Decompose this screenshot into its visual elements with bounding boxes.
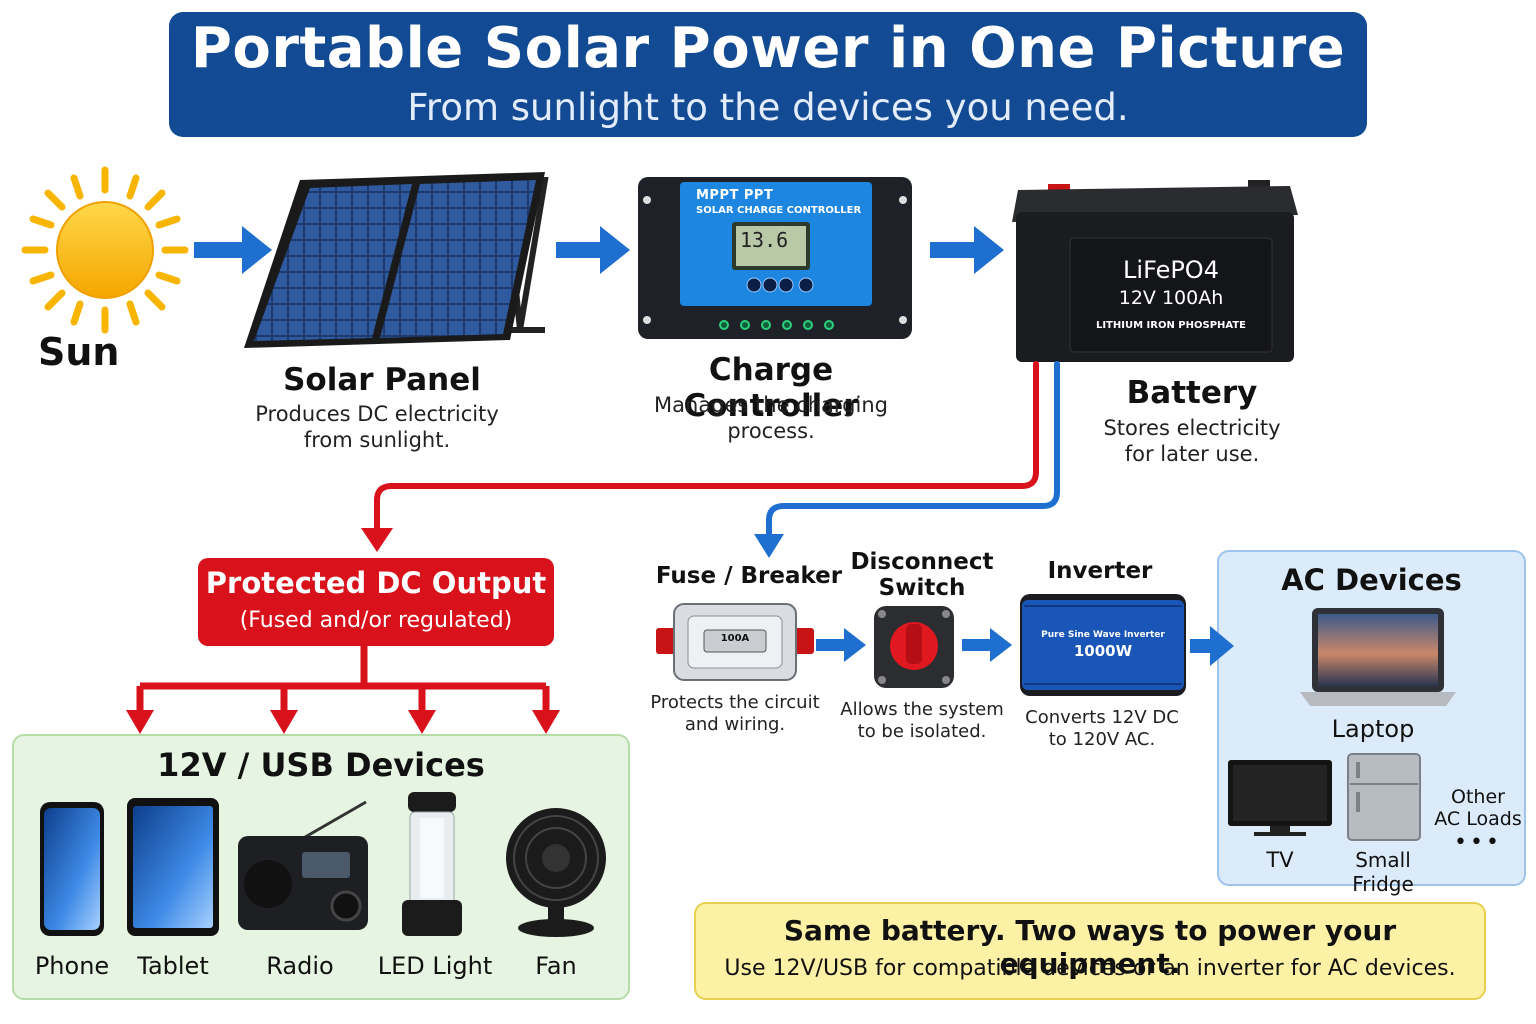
device-label-radio: Radio <box>266 952 334 980</box>
ac-other-dots: ••• <box>1454 830 1502 855</box>
sun-label: Sun <box>38 330 120 374</box>
controller-brand: MPPT PPT <box>696 188 774 203</box>
controller-device-text: SOLAR CHARGE CONTROLLER <box>696 205 862 216</box>
radio-icon <box>238 800 368 930</box>
led-light-icon <box>402 792 462 936</box>
page-title: Portable Solar Power in One Picture <box>190 16 1346 81</box>
solar-panel-image <box>244 172 549 348</box>
arrow-controller-to-battery <box>930 226 1004 274</box>
summary-headline: Same battery. Two ways to power your equ… <box>783 914 1397 980</box>
charge-controller-desc-1: Manages the charging <box>654 393 888 417</box>
charge-controller-label: Charge Controller <box>683 352 859 424</box>
battery-label: Battery <box>1126 375 1258 411</box>
laptop-icon <box>1300 608 1456 706</box>
wire-red-to-dc-output <box>374 361 1039 533</box>
arrow-inverter-to-ac <box>1190 626 1234 666</box>
solar-panel-desc-2: from sunlight. <box>303 428 451 452</box>
device-label-fan: Fan <box>535 952 577 980</box>
ac-label-other-2: AC Loads <box>1434 808 1522 830</box>
arrowhead-dc <box>361 528 393 552</box>
ac-label-laptop: Laptop <box>1331 715 1415 743</box>
disconnect-switch-image <box>874 606 954 688</box>
dc-output-subtitle: (Fused and/or regulated) <box>239 608 513 633</box>
ac-label-other-1: Other <box>1451 786 1505 808</box>
ac-label-tv: TV <box>1266 848 1294 872</box>
usb-devices-title: 12V / USB Devices <box>157 746 485 784</box>
inverter-power: 1000W <box>1073 642 1133 660</box>
arrow-sun-to-panel <box>194 226 272 274</box>
fuse-rating: 100A <box>720 633 750 644</box>
battery-desc-2: for later use. <box>1124 442 1260 466</box>
arrow-panel-to-controller <box>556 226 630 274</box>
inverter-image <box>1020 594 1186 696</box>
fuse-desc-1: Protects the circuit <box>650 692 820 713</box>
inverter-label: Inverter <box>1047 558 1153 584</box>
charge-controller-desc-2: process. <box>727 419 815 443</box>
tablet-icon <box>127 798 219 936</box>
fuse-breaker-image <box>656 603 814 681</box>
solar-panel-desc-1: Produces DC electricity <box>255 402 499 426</box>
inverter-device-text: Pure Sine Wave Inverter <box>1041 630 1165 640</box>
page-subtitle: From sunlight to the devices you need. <box>407 86 1129 129</box>
switch-desc-2: to be isolated. <box>857 721 987 742</box>
fridge-icon <box>1347 753 1421 841</box>
dc-distribution-lines <box>136 646 550 712</box>
battery-desc-1: Stores electricity <box>1103 416 1281 440</box>
battery-subtext: LITHIUM IRON PHOSPHATE <box>1095 320 1247 331</box>
battery-rating: 12V 100Ah <box>1118 287 1224 309</box>
inverter-desc-1: Converts 12V DC <box>1025 707 1179 728</box>
fan-icon <box>506 808 606 937</box>
switch-label-1: Disconnect <box>850 549 994 575</box>
arrowhead-fuse <box>754 534 784 558</box>
device-label-phone: Phone <box>34 952 110 980</box>
summary-note <box>694 902 1486 1000</box>
device-label-led-light: LED Light <box>377 952 493 980</box>
fuse-label: Fuse / Breaker <box>655 563 843 589</box>
wire-blue-to-fuse <box>766 361 1060 539</box>
summary-text: Use 12V/USB for compatible devices or an… <box>724 956 1456 981</box>
fuse-desc-2: and wiring. <box>684 714 786 735</box>
dc-arrowheads <box>126 710 560 734</box>
ac-devices-title: AC Devices <box>1281 563 1462 597</box>
dc-output-title: Protected DC Output <box>205 566 547 600</box>
battery-image <box>1012 180 1298 362</box>
title-banner <box>169 12 1367 137</box>
ac-label-fridge: Small Fridge <box>1352 848 1414 896</box>
solar-panel-label: Solar Panel <box>283 362 481 398</box>
switch-desc-1: Allows the system <box>840 699 1004 720</box>
inverter-desc-2: to 120V AC. <box>1048 729 1156 750</box>
arrow-fuse-to-switch <box>816 628 866 662</box>
arrow-switch-to-inverter <box>962 628 1012 662</box>
sun-icon <box>21 166 189 334</box>
charge-controller-image <box>638 177 912 339</box>
battery-chemistry: LiFePO4 <box>1123 256 1219 284</box>
controller-display-value: 13.6 <box>740 228 789 252</box>
phone-icon <box>40 802 104 936</box>
tv-icon <box>1228 760 1332 836</box>
dc-output-box <box>198 558 554 646</box>
switch-label-2: Switch <box>878 575 966 601</box>
device-label-tablet: Tablet <box>137 952 209 980</box>
